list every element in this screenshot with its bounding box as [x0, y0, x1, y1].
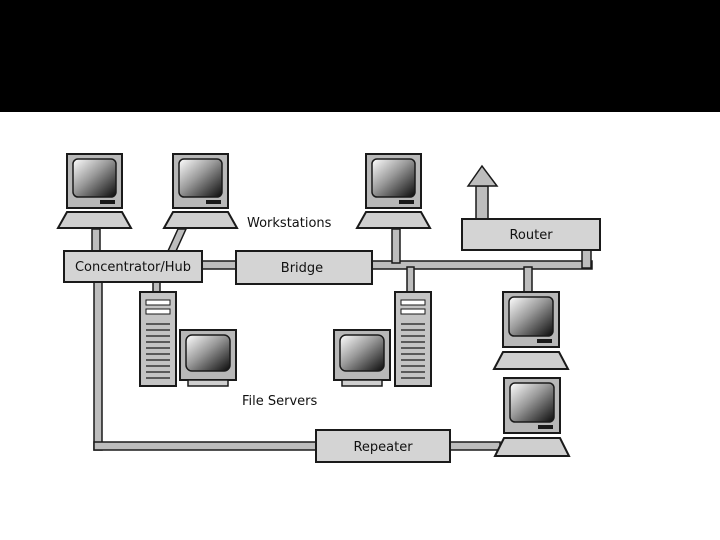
concentrator-hub-box: Concentrator/Hub: [63, 250, 203, 283]
ws3-drop-cable: [391, 228, 401, 264]
file-servers-label: File Servers: [242, 394, 318, 409]
bridge-label: Bridge: [281, 261, 323, 276]
workstation-5: [493, 377, 571, 457]
file-server-2: [333, 291, 432, 387]
workstation-1: [56, 153, 133, 229]
repeater-left-cable: [93, 441, 317, 451]
router-box: Router: [461, 218, 601, 251]
ws1-drop-cable: [91, 228, 101, 252]
ws4-drop-cable: [523, 266, 533, 294]
workstation-3: [355, 153, 432, 229]
router-arrow-stem: [475, 185, 489, 221]
fs2-drop-cable: [406, 266, 415, 294]
file-server-1: [139, 291, 237, 387]
hub-down-cable: [93, 281, 103, 451]
workstation-4: [492, 291, 570, 370]
repeater-right-cable: [449, 441, 501, 451]
router-arrow-head: [466, 164, 499, 187]
router-label: Router: [509, 228, 553, 243]
workstations-label: Workstations: [247, 216, 332, 231]
repeater-label: Repeater: [353, 440, 413, 455]
concentrator-hub-label: Concentrator/Hub: [75, 260, 191, 275]
workstation-2: [162, 153, 239, 229]
header-bar: [0, 0, 720, 112]
bridge-box: Bridge: [235, 250, 373, 285]
ws2-drop-cable: [166, 228, 188, 252]
repeater-box: Repeater: [315, 429, 451, 463]
